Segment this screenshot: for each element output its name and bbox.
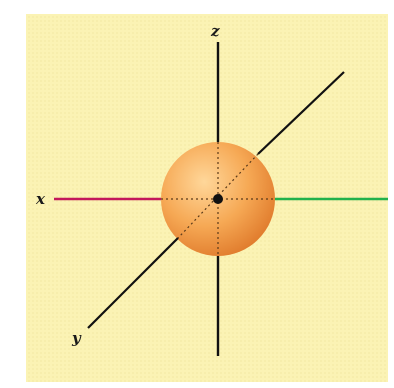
y-axis-label: y: [71, 329, 82, 347]
nucleus-dot: [213, 194, 223, 204]
x-axis-label: x: [35, 190, 46, 208]
z-axis-label: z: [210, 22, 220, 40]
